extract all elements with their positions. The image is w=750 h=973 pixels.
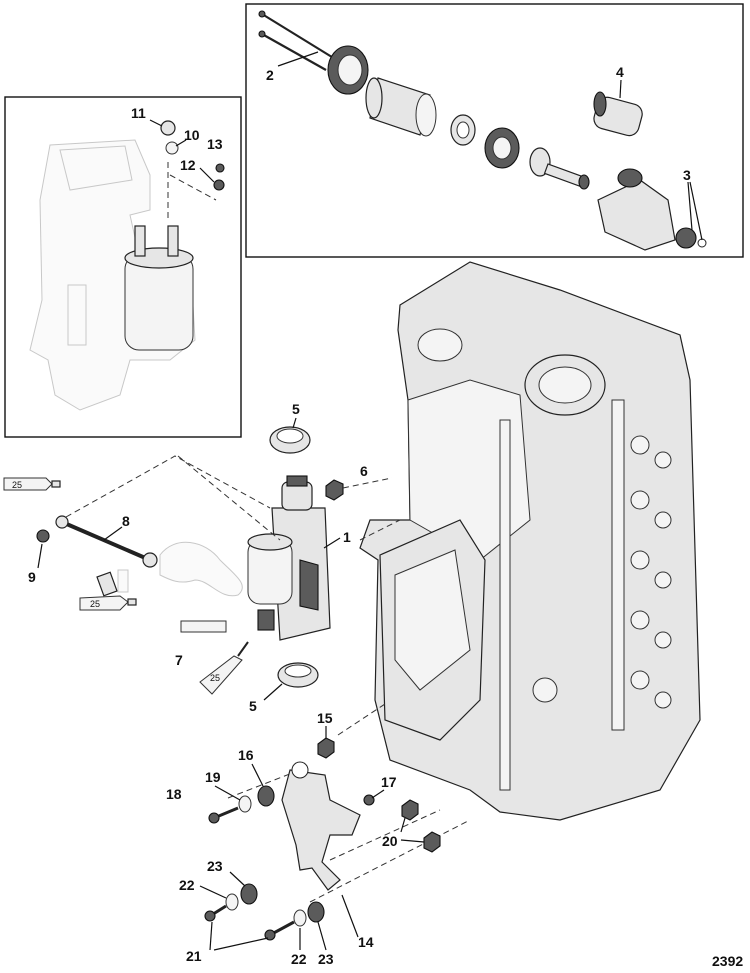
sealant-tube-1-label: 25 <box>12 480 22 490</box>
leader-19 <box>214 785 241 801</box>
solenoid-part <box>593 91 643 137</box>
terminal-hardware <box>160 120 225 222</box>
armature-housing <box>365 77 437 137</box>
leader-8 <box>103 526 123 541</box>
sealant-tube-2: 25 <box>79 595 137 611</box>
leader-20a <box>400 817 406 833</box>
leader-3b <box>689 181 703 241</box>
leader-5a <box>292 417 297 429</box>
screw-9 <box>36 529 50 543</box>
callout-2: 2 <box>266 67 274 83</box>
leader-14 <box>341 894 359 938</box>
starter-exploded-inset-frame <box>245 3 744 258</box>
nut-6 <box>325 479 344 501</box>
callout-1: 1 <box>343 529 351 545</box>
pinion-gear <box>675 227 707 249</box>
starter-motor <box>247 475 331 641</box>
bolt-18 <box>208 806 239 824</box>
seal-ring <box>450 114 476 146</box>
grommet-16 <box>257 785 275 807</box>
grommets-23 <box>240 883 325 923</box>
leader-23b <box>317 921 327 951</box>
callout-22-bottom: 22 <box>291 951 307 967</box>
sealant-tube-3-label: 25 <box>210 673 220 683</box>
callout-13: 13 <box>207 136 223 152</box>
sealant-tube-1: 25 <box>3 477 61 491</box>
seal-5-top <box>269 426 311 454</box>
washer-19 <box>238 795 252 813</box>
leader-16 <box>251 763 264 787</box>
leader-11 <box>149 119 163 127</box>
assembly-dashed-lines <box>65 455 471 903</box>
bolts-21 <box>204 904 295 941</box>
leader-22a <box>199 885 227 899</box>
callout-23-bottom: 23 <box>318 951 334 967</box>
callout-20: 20 <box>382 833 398 849</box>
screw-17 <box>363 794 375 806</box>
leader-4 <box>619 79 622 99</box>
nut-15 <box>317 737 335 759</box>
mounting-bracket-14 <box>281 761 361 891</box>
leader-17 <box>371 789 385 799</box>
sealant-tube-2-label: 25 <box>90 599 100 609</box>
solenoid-body <box>124 225 194 351</box>
callout-4: 4 <box>616 64 624 80</box>
callout-3: 3 <box>683 167 691 183</box>
callout-16: 16 <box>238 747 254 763</box>
end-cap <box>327 45 369 95</box>
callout-7: 7 <box>175 652 183 668</box>
callout-12: 12 <box>180 157 196 173</box>
nuts-20 <box>401 799 441 853</box>
sealant-tube-3: 25 <box>199 641 249 695</box>
figure-number: 2392 <box>712 953 743 969</box>
leader-10 <box>175 139 187 147</box>
through-bolts <box>258 10 341 71</box>
callout-17: 17 <box>381 774 397 790</box>
leader-23a <box>229 871 246 887</box>
armature-shaft <box>529 147 590 190</box>
callout-5-top: 5 <box>292 401 300 417</box>
drive-end-housing <box>597 168 676 251</box>
seal-5-bottom <box>277 662 319 688</box>
callout-6: 6 <box>360 463 368 479</box>
callout-8: 8 <box>122 513 130 529</box>
engine-block <box>359 261 701 821</box>
battery-cable-8 <box>55 515 158 568</box>
label-7 <box>180 620 227 633</box>
callout-18: 18 <box>166 786 182 802</box>
leader-20b <box>400 839 425 843</box>
callout-9: 9 <box>28 569 36 585</box>
leader-21b <box>213 937 269 951</box>
leader-5b <box>263 683 283 701</box>
callout-14: 14 <box>358 934 374 950</box>
leader-3a <box>687 181 693 231</box>
leader-1 <box>323 537 341 549</box>
callout-23-top: 23 <box>207 858 223 874</box>
leader-2 <box>277 51 319 67</box>
solenoid-detail-inset-frame <box>4 96 242 438</box>
callout-21: 21 <box>186 948 202 964</box>
callout-5-bottom: 5 <box>249 698 257 714</box>
ghost-bracket <box>159 541 243 597</box>
leader-12 <box>199 167 215 183</box>
leader-21a <box>209 921 213 951</box>
callout-15: 15 <box>317 710 333 726</box>
washers-22 <box>225 893 307 927</box>
small-bolt <box>96 569 129 597</box>
callout-11: 11 <box>131 105 146 121</box>
callout-10: 10 <box>184 127 200 143</box>
callout-22-top: 22 <box>179 877 195 893</box>
brush-plate <box>484 127 520 169</box>
callout-19: 19 <box>205 769 221 785</box>
leader-9 <box>37 543 43 569</box>
